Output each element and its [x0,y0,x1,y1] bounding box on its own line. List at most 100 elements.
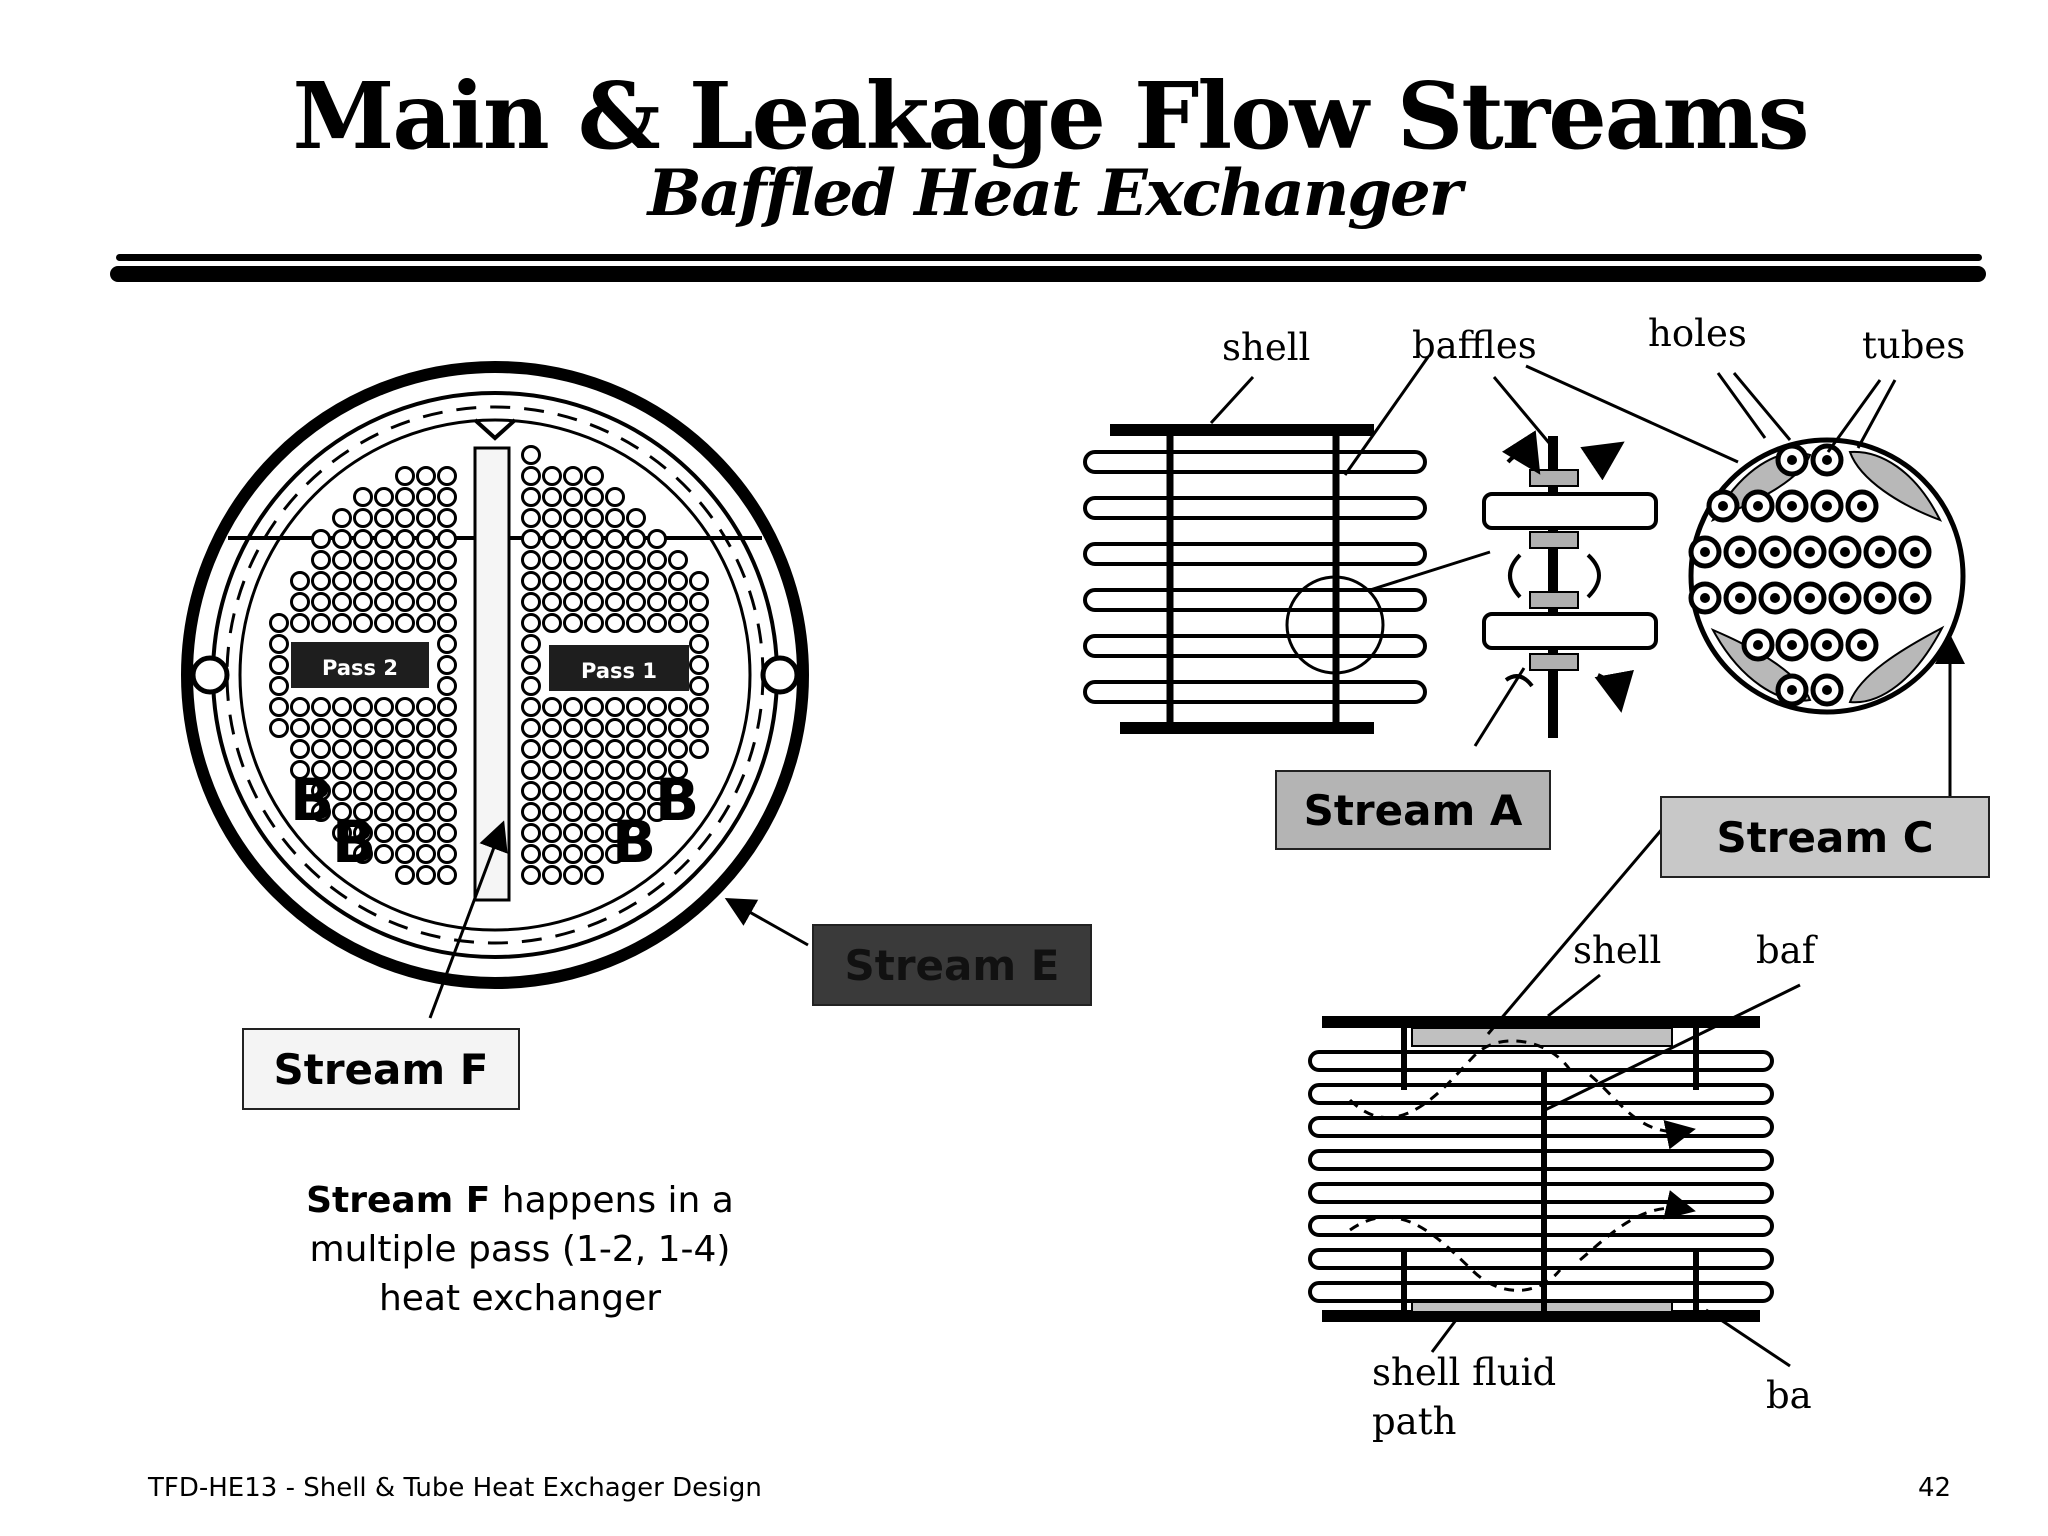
tube-circle [584,739,604,759]
tube-circle [584,781,604,801]
tube-circle [626,592,646,612]
tube-circle [395,571,415,591]
tube-circle [689,718,709,738]
tube-circle [584,508,604,528]
footer-course-title: TFD-HE13 - Shell & Tube Heat Exchager De… [148,1473,762,1503]
tube-circle [647,571,667,591]
tube-circle [647,592,667,612]
tube-circle [332,529,352,549]
tube-hole-core [1875,593,1885,603]
tube [1083,680,1427,704]
tube-circle [521,445,541,465]
tube-circle [521,802,541,822]
tube-circle [395,550,415,570]
tube-circle [395,760,415,780]
tube-circle [437,844,457,864]
tube [1308,1050,1774,1072]
tube-circle [584,865,604,885]
tube-circle [395,487,415,507]
tube-circle [374,613,394,633]
tube-circle [416,865,436,885]
tube-circle [647,739,667,759]
tube-circle [269,655,289,675]
tube-circle [521,571,541,591]
tube-hole-core [1700,547,1710,557]
tube-circle [626,571,646,591]
tube-circle [353,823,373,843]
footer-page-number: 42 [1918,1473,1952,1503]
tube-circle [563,844,583,864]
tube-circle [521,865,541,885]
tube-circle [605,529,625,549]
tube-hole-core [1822,640,1832,650]
tube-hole-core [1910,547,1920,557]
tube-hole-core [1770,593,1780,603]
tube-circle [395,697,415,717]
tube-circle [353,529,373,549]
tube-circle [647,529,667,549]
tube-circle [626,802,646,822]
baffle-label-lower: baf [1756,929,1818,972]
tube-circle [689,739,709,759]
tube-circle [689,613,709,633]
tube-circle [353,802,373,822]
tube-circle [353,571,373,591]
tube-circle [626,697,646,717]
tube-circle [521,466,541,486]
tube-rows [1083,450,1427,704]
tube-circle [668,592,688,612]
tube-circle [395,823,415,843]
tube-circle [374,844,394,864]
tube-hole-core [1787,640,1797,650]
bypass-letter: B [290,766,334,834]
tube-circle [437,487,457,507]
tube-hole-core [1735,593,1745,603]
tube-circle [311,781,331,801]
tube-circle [605,760,625,780]
tube-circle [542,613,562,633]
tube-circle [416,760,436,780]
tube-circle [542,487,562,507]
tube-circle [311,529,331,549]
tube-circle [353,508,373,528]
tube-circle [311,739,331,759]
tube-hole-core [1787,685,1797,695]
tube-circle [374,739,394,759]
tube-circle [584,613,604,633]
pass-2-label: Pass 2 [322,656,398,680]
tube-circle [605,802,625,822]
tube-circle [395,508,415,528]
tube-circle [269,634,289,654]
tube-circle [542,739,562,759]
tube-circle [332,802,352,822]
left-cross-section: Pass 2 Pass 1 B B B B [181,361,809,989]
tube-circle [584,844,604,864]
tube-circle [311,760,331,780]
tube-circle [521,508,541,528]
tube-circle [563,718,583,738]
tube-circle [374,550,394,570]
tube-circle [311,802,331,822]
tube-circle [521,739,541,759]
tube-circle [542,802,562,822]
tube-circle [437,529,457,549]
tube-hole-core [1840,593,1850,603]
description-line-3: heat exchanger [378,1278,662,1319]
tube-circle [374,802,394,822]
baffle-label-lower-2: ba [1766,1374,1812,1417]
tube-circle [332,697,352,717]
tube-circle [332,613,352,633]
tube-circle [689,634,709,654]
tube-circle [542,781,562,801]
tubes-label: tubes [1862,324,1965,367]
tube-circle [437,676,457,696]
tube-circle [563,823,583,843]
tube-circle [416,508,436,528]
tube-circle [332,550,352,570]
tube-circle [353,760,373,780]
bypass-letter: B [655,766,699,834]
tube-circle [584,718,604,738]
tube-circle [605,487,625,507]
stream-f-label: Stream F [273,1044,489,1094]
tube-circle [563,466,583,486]
